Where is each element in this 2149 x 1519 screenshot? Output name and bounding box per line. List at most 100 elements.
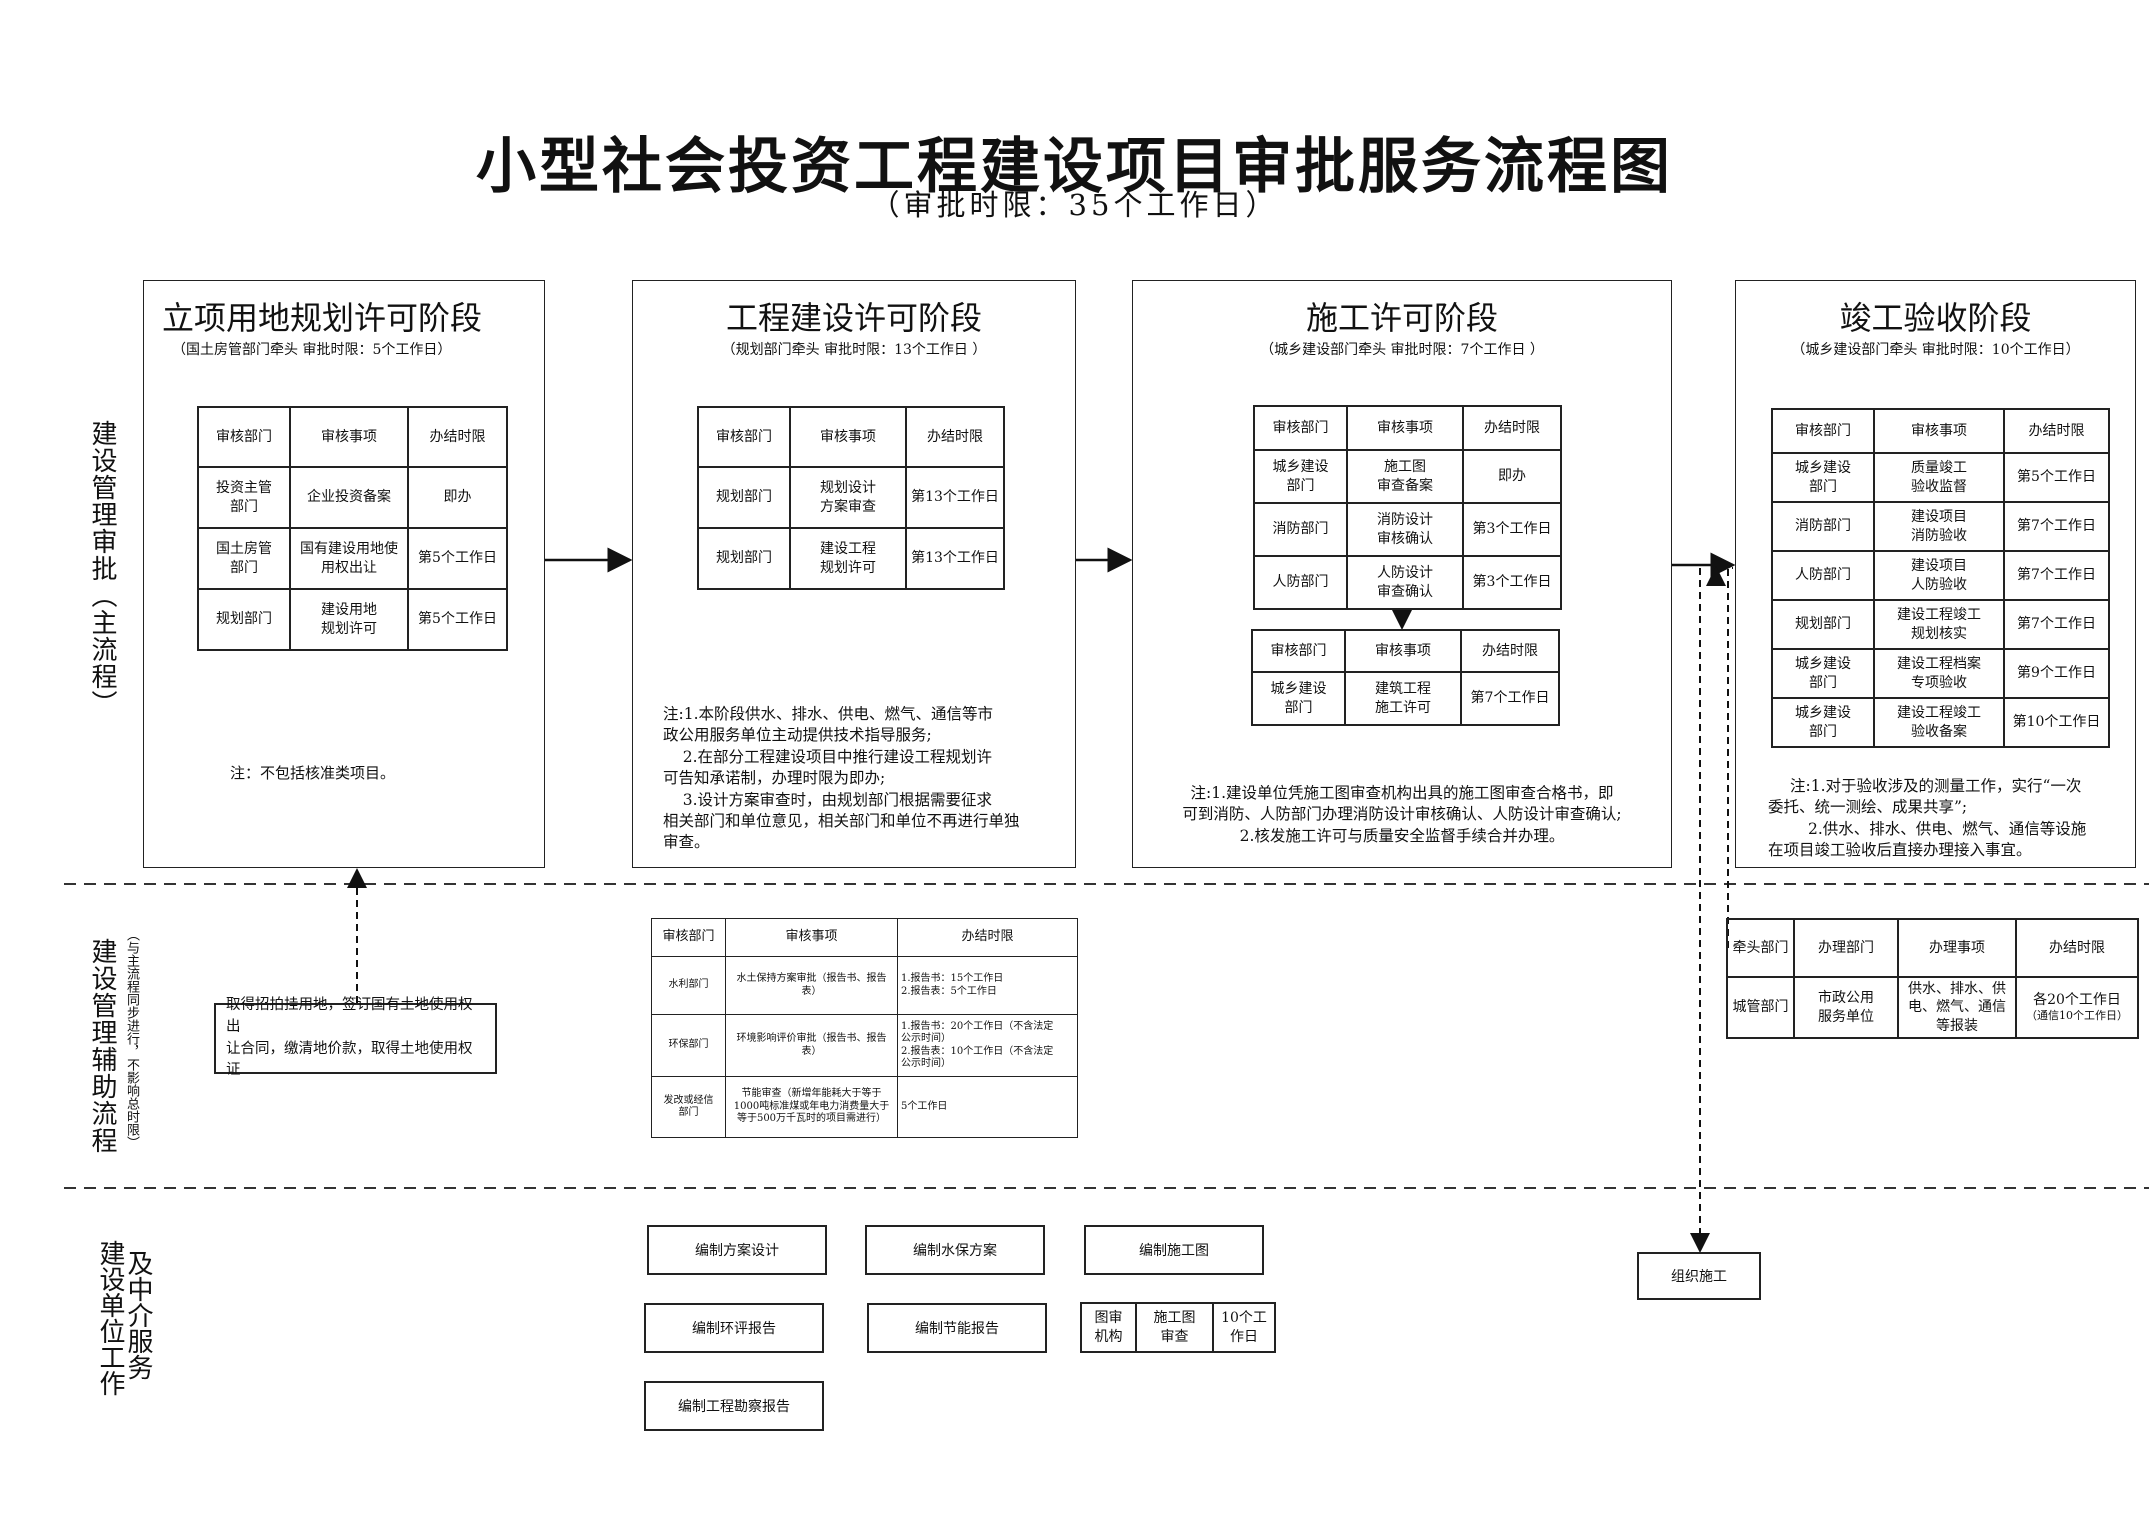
- table-header: 办结时限: [407, 406, 508, 468]
- table-cell: 企业投资备案: [289, 466, 409, 529]
- table-cell: 国土房管 部门: [197, 527, 291, 590]
- table-cell: 建设项目 消防验收: [1873, 501, 2005, 552]
- table-header: 审核部门: [1253, 405, 1348, 451]
- review-table: 图审 机构 施工图 审查 10个工 作日: [1080, 1302, 1276, 1353]
- table-cell: 城乡建设 部门: [1771, 648, 1875, 699]
- note-line: 在项目竣工验收后直接办理接入事宜。: [1768, 841, 2032, 860]
- table-cell: 各20个工作日 （通信10个工作日）: [2015, 976, 2139, 1039]
- table-header: 办结时限: [1460, 629, 1560, 673]
- lane-label-unit-2: 及中介服务: [123, 1250, 153, 1380]
- table-header: 牵头部门: [1726, 918, 1795, 978]
- table-cell: 第7个工作日: [1460, 671, 1560, 726]
- table-header: 审核部门: [197, 406, 291, 468]
- table-cell: 人防部门: [1771, 550, 1875, 601]
- table-cell: 规划部门: [197, 588, 291, 651]
- aux-approval-table: 审核部门 审核事项 办结时限 水利部门 水土保持方案审批（报告书、报告 表） 1…: [651, 918, 1078, 1138]
- stage-subtitle: （规划部门牵头 审批时限：13个工作日 ）: [721, 342, 987, 358]
- table-cell: 水土保持方案审批（报告书、报告 表）: [725, 956, 898, 1015]
- table-cell: 第13个工作日: [905, 466, 1005, 529]
- note-line: 注:1.对于验收涉及的测量工作，实行“一次: [1790, 777, 2082, 795]
- stage-note: 注:1.建设单位凭施工图审查机构出具的施工图审查合格书，即 可到消防、人防部门办…: [1133, 783, 1671, 847]
- lane-label-main: 建设管理审批（主流程）: [87, 420, 117, 717]
- stage-note: 注：不包括核准类项目。: [230, 764, 396, 782]
- table-cell: 城乡建设 部门: [1251, 671, 1346, 726]
- table-cell: 市政公用 服务单位: [1793, 976, 1899, 1039]
- table-header: 办理事项: [1897, 918, 2017, 978]
- note-line: 2.核发施工许可与质量安全监督手续合并办理。: [1239, 826, 1565, 845]
- table-cell: 水利部门: [651, 956, 726, 1015]
- table-cell: 建设项目 人防验收: [1873, 550, 2005, 601]
- table-cell: 规划部门: [697, 527, 791, 590]
- table-header: 审核事项: [1346, 405, 1464, 451]
- table-cell: 建设工程档案 专项验收: [1873, 648, 2005, 699]
- page-subtitle: （审批时限：35个工作日）: [870, 188, 1279, 222]
- table-cell: 第5个工作日: [407, 527, 508, 590]
- table-cell: 国有建设用地使 用权出让: [289, 527, 409, 590]
- stage-note: 注:1.本阶段供水、排水、供电、燃气、通信等市 政公用服务单位主动提供技术指导服…: [663, 704, 1073, 854]
- stage-table: 审核部门 审核事项 办结时限 规划部门 规划设计 方案审查 第13个工作日 规划…: [697, 406, 1005, 590]
- table-cell: 第7个工作日: [2003, 599, 2110, 650]
- note-line: 可告知承诺制，办理时限为即办;: [663, 769, 886, 788]
- table-cell: 规划部门: [697, 466, 791, 529]
- stage-table: 审核部门 审核事项 办结时限 城乡建设 部门 质量竣工 验收监督 第5个工作日 …: [1771, 408, 2110, 748]
- table-header: 办结时限: [905, 406, 1005, 468]
- table-cell: 第5个工作日: [407, 588, 508, 651]
- note-line: 政公用服务单位主动提供技术指导服务;: [663, 726, 932, 745]
- note-line: 注:1.建设单位凭施工图审查机构出具的施工图审查合格书，即: [1190, 784, 1614, 802]
- table-cell: 第7个工作日: [2003, 550, 2110, 601]
- table-cell: 人防设计 审查确认: [1346, 555, 1464, 610]
- table-header: 审核事项: [725, 918, 898, 957]
- table-cell: 建设工程竣工 验收备案: [1873, 697, 2005, 748]
- table-header: 审核事项: [1873, 408, 2005, 454]
- stage-subtitle: （城乡建设部门牵头 审批时限：10个工作日）: [1791, 342, 2080, 358]
- task-box: 编制工程勘察报告: [644, 1381, 824, 1431]
- stage-subtitle: （国土房管部门牵头 审批时限：5个工作日）: [172, 342, 452, 358]
- stage-title: 立项用地规划许可阶段: [162, 299, 483, 337]
- table-header: 审核事项: [789, 406, 907, 468]
- stage-table: 审核部门 审核事项 办结时限 城乡建设 部门 施工图 审查备案 即办 消防部门 …: [1253, 405, 1562, 610]
- table-cell: 第7个工作日: [2003, 501, 2110, 552]
- table-cell: 第3个工作日: [1462, 555, 1562, 610]
- stage-completion-acceptance: 竣工验收阶段 （城乡建设部门牵头 审批时限：10个工作日） 审核部门 审核事项 …: [1735, 280, 2136, 868]
- table-cell: 建设工程 规划许可: [789, 527, 907, 590]
- task-box: 编制节能报告: [867, 1303, 1047, 1353]
- table-header: 办结时限: [2015, 918, 2139, 978]
- table-cell: 建筑工程 施工许可: [1344, 671, 1462, 726]
- note-line: 2.在部分工程建设项目中推行建设工程规划许: [663, 747, 992, 766]
- table-cell: 人防部门: [1253, 555, 1348, 610]
- table-cell: 1.报告书：20个工作日（不含法定 公示时间） 2.报告表：10个工作日（不含法…: [897, 1014, 1078, 1077]
- table-cell: 城管部门: [1726, 976, 1795, 1039]
- table-cell: 第3个工作日: [1462, 502, 1562, 557]
- note-line: 注:1.本阶段供水、排水、供电、燃气、通信等市: [663, 705, 994, 723]
- task-box: 编制环评报告: [644, 1303, 824, 1353]
- table-cell: 环境影响评价审批（报告书、报告 表）: [725, 1014, 898, 1077]
- stage-construction-permit: 工程建设许可阶段 （规划部门牵头 审批时限：13个工作日 ） 审核部门 审核事项…: [632, 280, 1076, 868]
- table-header: 审核部门: [1771, 408, 1875, 454]
- stage-title: 施工许可阶段: [1305, 299, 1498, 337]
- stage-table: 审核部门 审核事项 办结时限 投资主管 部门 企业投资备案 即办 国土房管 部门…: [197, 406, 508, 651]
- table-cell: 投资主管 部门: [197, 466, 291, 529]
- table-cell: 城乡建设 部门: [1771, 452, 1875, 503]
- stage-note: 注:1.对于验收涉及的测量工作，实行“一次 委托、统一测绘、成果共享”; 2.供…: [1768, 776, 2128, 862]
- lane-label-unit: 建设单位工作: [95, 1240, 125, 1396]
- stage-subtitle: （城乡建设部门牵头 审批时限：7个工作日 ）: [1260, 342, 1544, 358]
- aux-utility-table: 牵头部门 办理部门 办理事项 办结时限 城管部门 市政公用 服务单位 供水、排水…: [1726, 918, 2139, 1039]
- table-header: 办结时限: [1462, 405, 1562, 451]
- table-cell: 消防设计 审核确认: [1346, 502, 1464, 557]
- table-header: 办结时限: [897, 918, 1078, 957]
- table-cell: 发改或经信 部门: [651, 1076, 726, 1138]
- table-cell: 城乡建设 部门: [1771, 697, 1875, 748]
- table-header: 审核事项: [289, 406, 409, 468]
- table-cell: 即办: [407, 466, 508, 529]
- table-cell: 5个工作日: [897, 1076, 1078, 1138]
- table-cell: 消防部门: [1771, 501, 1875, 552]
- note-line: 可到消防、人防部门办理消防设计审核确认、人防设计审查确认;: [1182, 805, 1622, 824]
- table-cell: 规划设计 方案审查: [789, 466, 907, 529]
- table-header: 办结时限: [2003, 408, 2110, 454]
- table-cell: 第10个工作日: [2003, 697, 2110, 748]
- note-line: 相关部门和单位意见，相关部门和单位不再进行单独: [663, 811, 1020, 830]
- table-cell: 第9个工作日: [2003, 648, 2110, 699]
- table-cell: 建设工程竣工 规划核实: [1873, 599, 2005, 650]
- time-limit: 各20个工作日: [2033, 992, 2121, 1009]
